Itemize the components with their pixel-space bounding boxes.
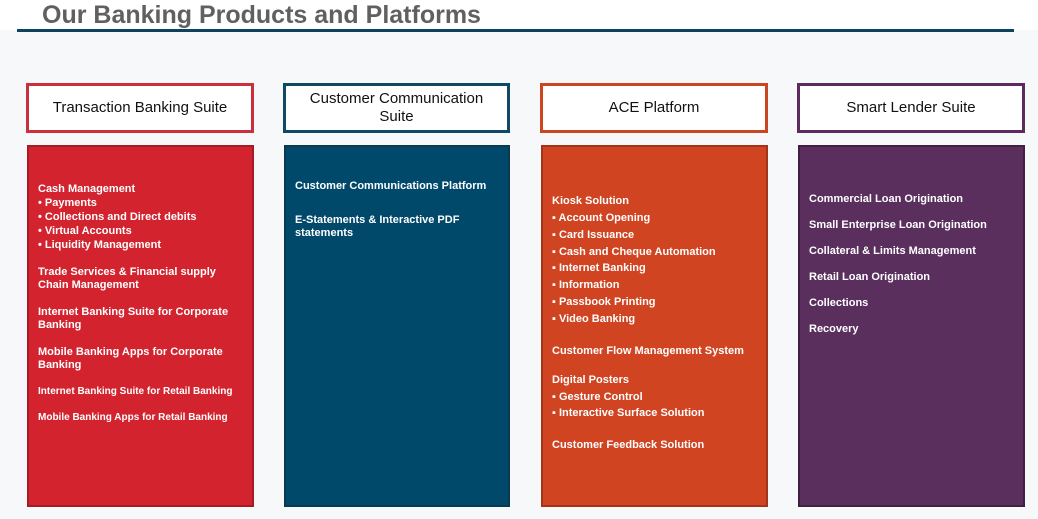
- product-bullet: • Liquidity Management: [38, 239, 162, 251]
- product-group: Cash Management • Payments • Collections a…: [38, 183, 243, 252]
- product-bullet: ▪ Information: [552, 279, 620, 292]
- product-group: Digital Posters ▪ Gesture Control ▪ Intera…: [552, 374, 757, 423]
- product-group: Trade Services & Financial supply Chain …: [38, 266, 243, 292]
- product-bullet: ▪ Cash and Cheque Automation: [552, 245, 716, 258]
- product-heading: Retail Loan Origination: [809, 271, 931, 283]
- product-heading: E-Statements & Interactive PDF statement…: [295, 214, 460, 239]
- product-bullet: ▪ Internet Banking: [552, 262, 646, 275]
- product-group: Customer Feedback Solution: [552, 439, 757, 452]
- product-group: E-Statements & Interactive PDF statement…: [295, 214, 499, 240]
- product-heading: Trade Services & Financial supply Chain …: [38, 266, 216, 291]
- product-group: Small Enterprise Loan Origination: [809, 219, 1014, 232]
- product-group: Mobile Banking Apps for Corporate Bankin…: [38, 346, 243, 372]
- product-bullet: ▪ Account Opening: [552, 212, 651, 224]
- product-heading: Customer Communications Platform: [295, 180, 487, 192]
- product-heading: Collateral & Limits Management: [809, 245, 976, 257]
- product-bullet: ▪ Gesture Control: [552, 390, 643, 403]
- column-header: ACE Platform: [540, 83, 768, 133]
- product-group: Collections: [809, 297, 1014, 310]
- product-heading: Internet Banking Suite for Corporate Ban…: [38, 306, 229, 331]
- product-heading: Commercial Loan Origination: [809, 193, 964, 205]
- product-bullet: • Virtual Accounts: [38, 225, 132, 237]
- product-bullet: • Payments: [38, 197, 97, 209]
- title-band: [0, 0, 1038, 30]
- column-header: Smart Lender Suite: [797, 83, 1025, 133]
- page-title: Our Banking Products and Platforms: [42, 1, 481, 29]
- product-heading: Mobile Banking Apps for Retail Banking: [38, 412, 228, 423]
- product-heading: Mobile Banking Apps for Corporate Bankin…: [38, 346, 223, 371]
- product-heading: Internet Banking Suite for Retail Bankin…: [38, 386, 233, 397]
- product-group: Retail Loan Origination: [809, 271, 1014, 284]
- product-group: Recovery: [809, 323, 1014, 336]
- title-underline: [17, 29, 1014, 32]
- product-heading: Digital Posters: [552, 373, 630, 386]
- product-group: Collateral & Limits Management: [809, 245, 1014, 258]
- product-heading: Customer Feedback Solution: [552, 439, 705, 452]
- product-heading: Customer Flow Management System: [552, 344, 744, 357]
- product-group: Customer Flow Management System: [552, 345, 757, 358]
- product-bullet: ▪ Passbook Printing: [552, 295, 656, 308]
- product-heading: Kiosk Solution: [552, 195, 629, 207]
- product-group: Customer Communications Platform: [295, 180, 499, 193]
- product-heading: Small Enterprise Loan Origination: [809, 219, 987, 231]
- product-heading: Cash Management: [38, 183, 136, 195]
- column-header: Customer Communication Suite: [283, 83, 510, 133]
- product-bullet: ▪ Interactive Surface Solution: [552, 407, 705, 420]
- product-group: Kiosk Solution ▪ Account Opening ▪ Card Is…: [552, 195, 757, 328]
- product-group: Internet Banking Suite for Corporate Ban…: [38, 306, 243, 332]
- product-group: Commercial Loan Origination: [809, 193, 1014, 206]
- product-bullet: • Collections and Direct debits: [38, 211, 197, 223]
- product-heading: Recovery: [809, 323, 859, 335]
- product-heading: Collections: [809, 297, 869, 309]
- product-bullet: ▪ Card Issuance: [552, 228, 635, 241]
- column-header: Transaction Banking Suite: [26, 83, 254, 133]
- column-body: Kiosk Solution ▪ Account Opening ▪ Card Is…: [541, 145, 768, 507]
- product-group: Mobile Banking Apps for Retail Banking: [38, 411, 243, 424]
- product-bullet: ▪ Video Banking: [552, 312, 636, 325]
- product-group: Internet Banking Suite for Retail Bankin…: [38, 385, 243, 398]
- column-body: Cash Management • Payments • Collections a…: [27, 145, 254, 507]
